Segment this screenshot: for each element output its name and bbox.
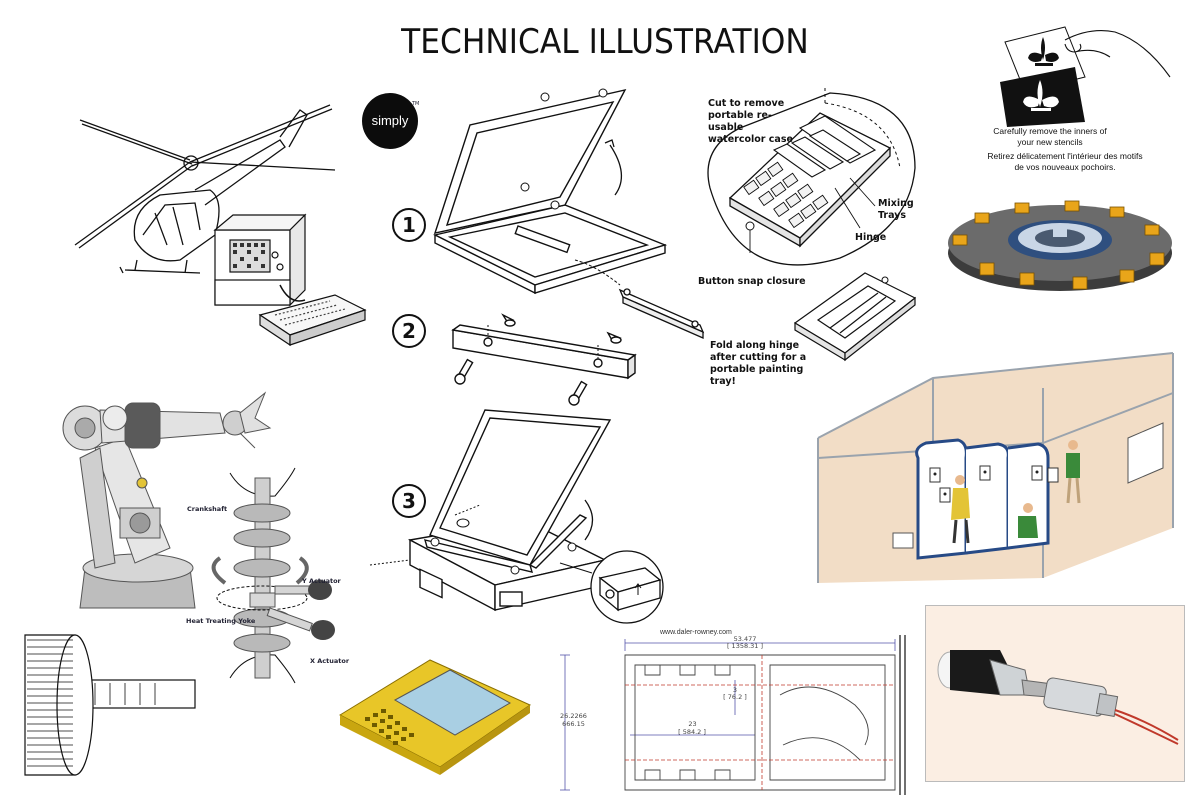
stencil-caption-en: Carefully remove the inners of your new … <box>993 126 1107 147</box>
label-heat-treating-yoke: Heat Treating Yoke <box>186 617 256 625</box>
simply-logo: simply <box>362 93 418 149</box>
simply-logo-mark: TM <box>412 101 420 107</box>
blueprint-dim-23: 23 <box>688 720 697 728</box>
palette-case-illustration <box>707 88 916 266</box>
label-crankshaft: Crankshaft <box>187 505 228 513</box>
detail-connector-line <box>559 562 593 574</box>
support-bar-illustration <box>618 288 705 339</box>
crankshaft-diagram <box>211 467 335 684</box>
blueprint-dim-23-mm: [ 584.2 ] <box>678 728 706 736</box>
blueprint-url: www.daler-rowney.com <box>660 629 732 636</box>
spray-booth-illustration <box>817 352 1174 583</box>
label-x-actuator: X Actuator <box>310 657 350 665</box>
box-blueprint-drawing <box>560 635 906 795</box>
callout-button-snap: Button snap closure <box>698 276 806 287</box>
easel-step-3-illustration <box>369 409 612 612</box>
easel-detail-zoom <box>590 550 664 624</box>
milling-cutter-illustration <box>948 200 1172 291</box>
step-1-label: 1 <box>392 208 426 242</box>
blueprint-width-mm: [ 1358.31 ] <box>726 642 764 650</box>
blueprint-width: 53.477 <box>733 635 757 643</box>
blueprint-dim-3-mm: [ 76.2 ] <box>723 693 747 701</box>
label-y-actuator: Y Actuator <box>302 577 341 585</box>
portable-tray-illustration <box>793 272 917 362</box>
robot-arm-illustration <box>62 391 272 609</box>
callout-hinge: Hinge <box>855 232 887 243</box>
blueprint-dim-3: 3 <box>732 686 738 694</box>
callout-mixing-trays: Mixing Trays <box>878 198 914 221</box>
gear-illustration <box>24 634 196 776</box>
step-2-label: 2 <box>392 314 426 348</box>
blueprint-height-mm: 666.15 <box>562 720 585 728</box>
page-title: TECHNICAL ILLUSTRATION <box>401 22 809 62</box>
easel-step-2-illustration <box>451 313 637 406</box>
step-3-label: 3 <box>392 484 426 518</box>
stencil-caption-fr: Retirez délicatement l'intérieur des mot… <box>987 151 1143 172</box>
helicopter-illustration <box>74 104 367 347</box>
callout-cut-to-remove: Cut to remove portable re-usable waterco… <box>708 98 793 145</box>
easel-step-1-illustration <box>432 88 668 295</box>
callout-fold-along-hinge: Fold along hinge after cutting for a por… <box>710 340 807 387</box>
simply-logo-text: simply <box>371 113 409 128</box>
blueprint-height: 26.2266 <box>560 712 587 720</box>
motor-illustration <box>937 650 1179 745</box>
handheld-device-illustration <box>338 659 532 775</box>
stencil-illustration <box>1000 26 1171 127</box>
